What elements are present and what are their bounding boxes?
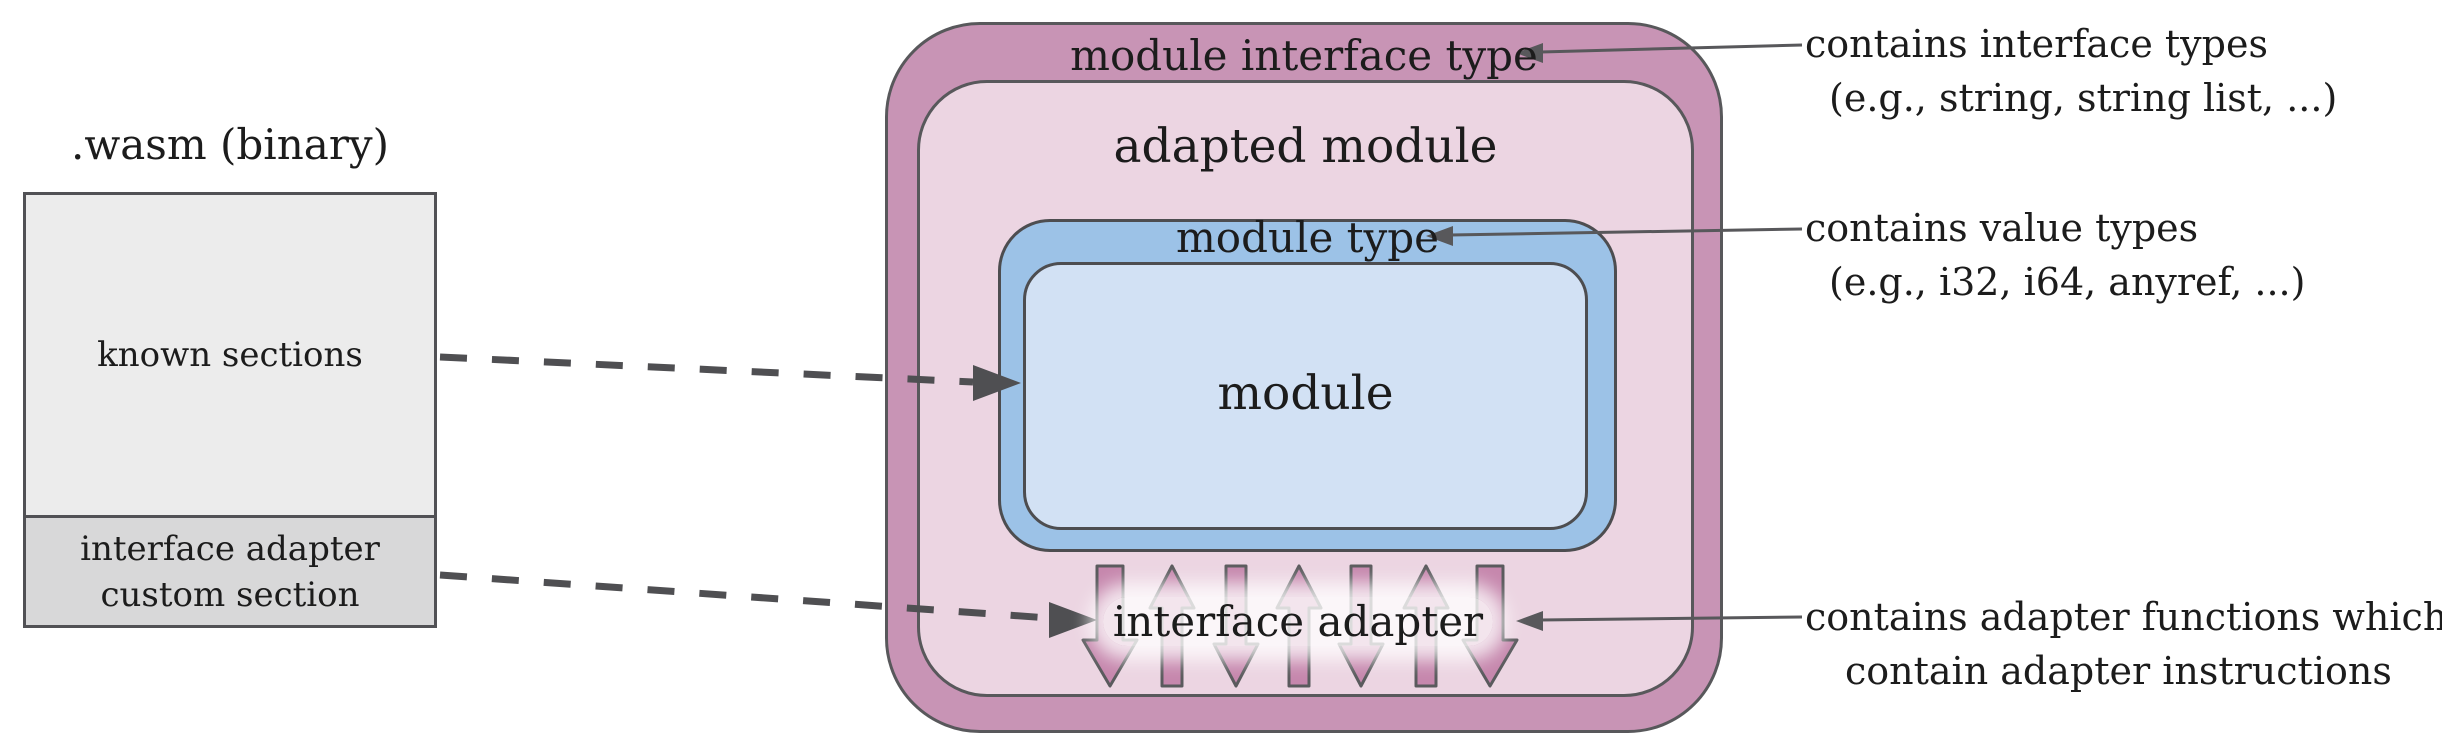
wasm-binary-title: .wasm (binary) — [70, 120, 390, 169]
annotation-value-types-line2: (e.g., i32, i64, anyref, ...) — [1829, 260, 2306, 304]
custom-section-label-line2: custom section — [100, 574, 360, 615]
annotation-adapter-functions-line2: contain adapter instructions — [1845, 649, 2392, 693]
annotation-interface-types-line2: (e.g., string, string list, ...) — [1829, 76, 2338, 120]
annotation-interface-types: contains interface types (e.g., string, … — [1805, 17, 2337, 125]
interface-adapter-label-text: interface adapter — [1102, 597, 1494, 646]
annotation-value-types-line1: contains value types — [1805, 206, 2199, 250]
annotation-interface-types-line1: contains interface types — [1805, 22, 2268, 66]
known-sections-region: known sections — [26, 195, 434, 518]
module-label: module — [1217, 366, 1394, 421]
interface-adapter-label: interface adapter — [1028, 597, 1568, 646]
annotation-value-types: contains value types (e.g., i32, i64, an… — [1805, 201, 2305, 309]
custom-section-label-line1: interface adapter — [80, 528, 380, 569]
annotation-adapter-functions-line1: contains adapter functions which — [1805, 595, 2442, 639]
adapted-module-label: adapted module — [1113, 119, 1498, 174]
module-box — [1023, 262, 1588, 530]
wasm-binary-box: known sections interface adapter custom … — [23, 192, 437, 628]
interface-adapter-custom-section-region: interface adapter custom section — [26, 518, 434, 625]
module-interface-type-label: module interface type — [1070, 31, 1538, 80]
module-type-label: module type — [1175, 213, 1440, 262]
known-sections-label: known sections — [97, 335, 363, 375]
annotation-adapter-functions: contains adapter functions which contain… — [1805, 590, 2442, 698]
